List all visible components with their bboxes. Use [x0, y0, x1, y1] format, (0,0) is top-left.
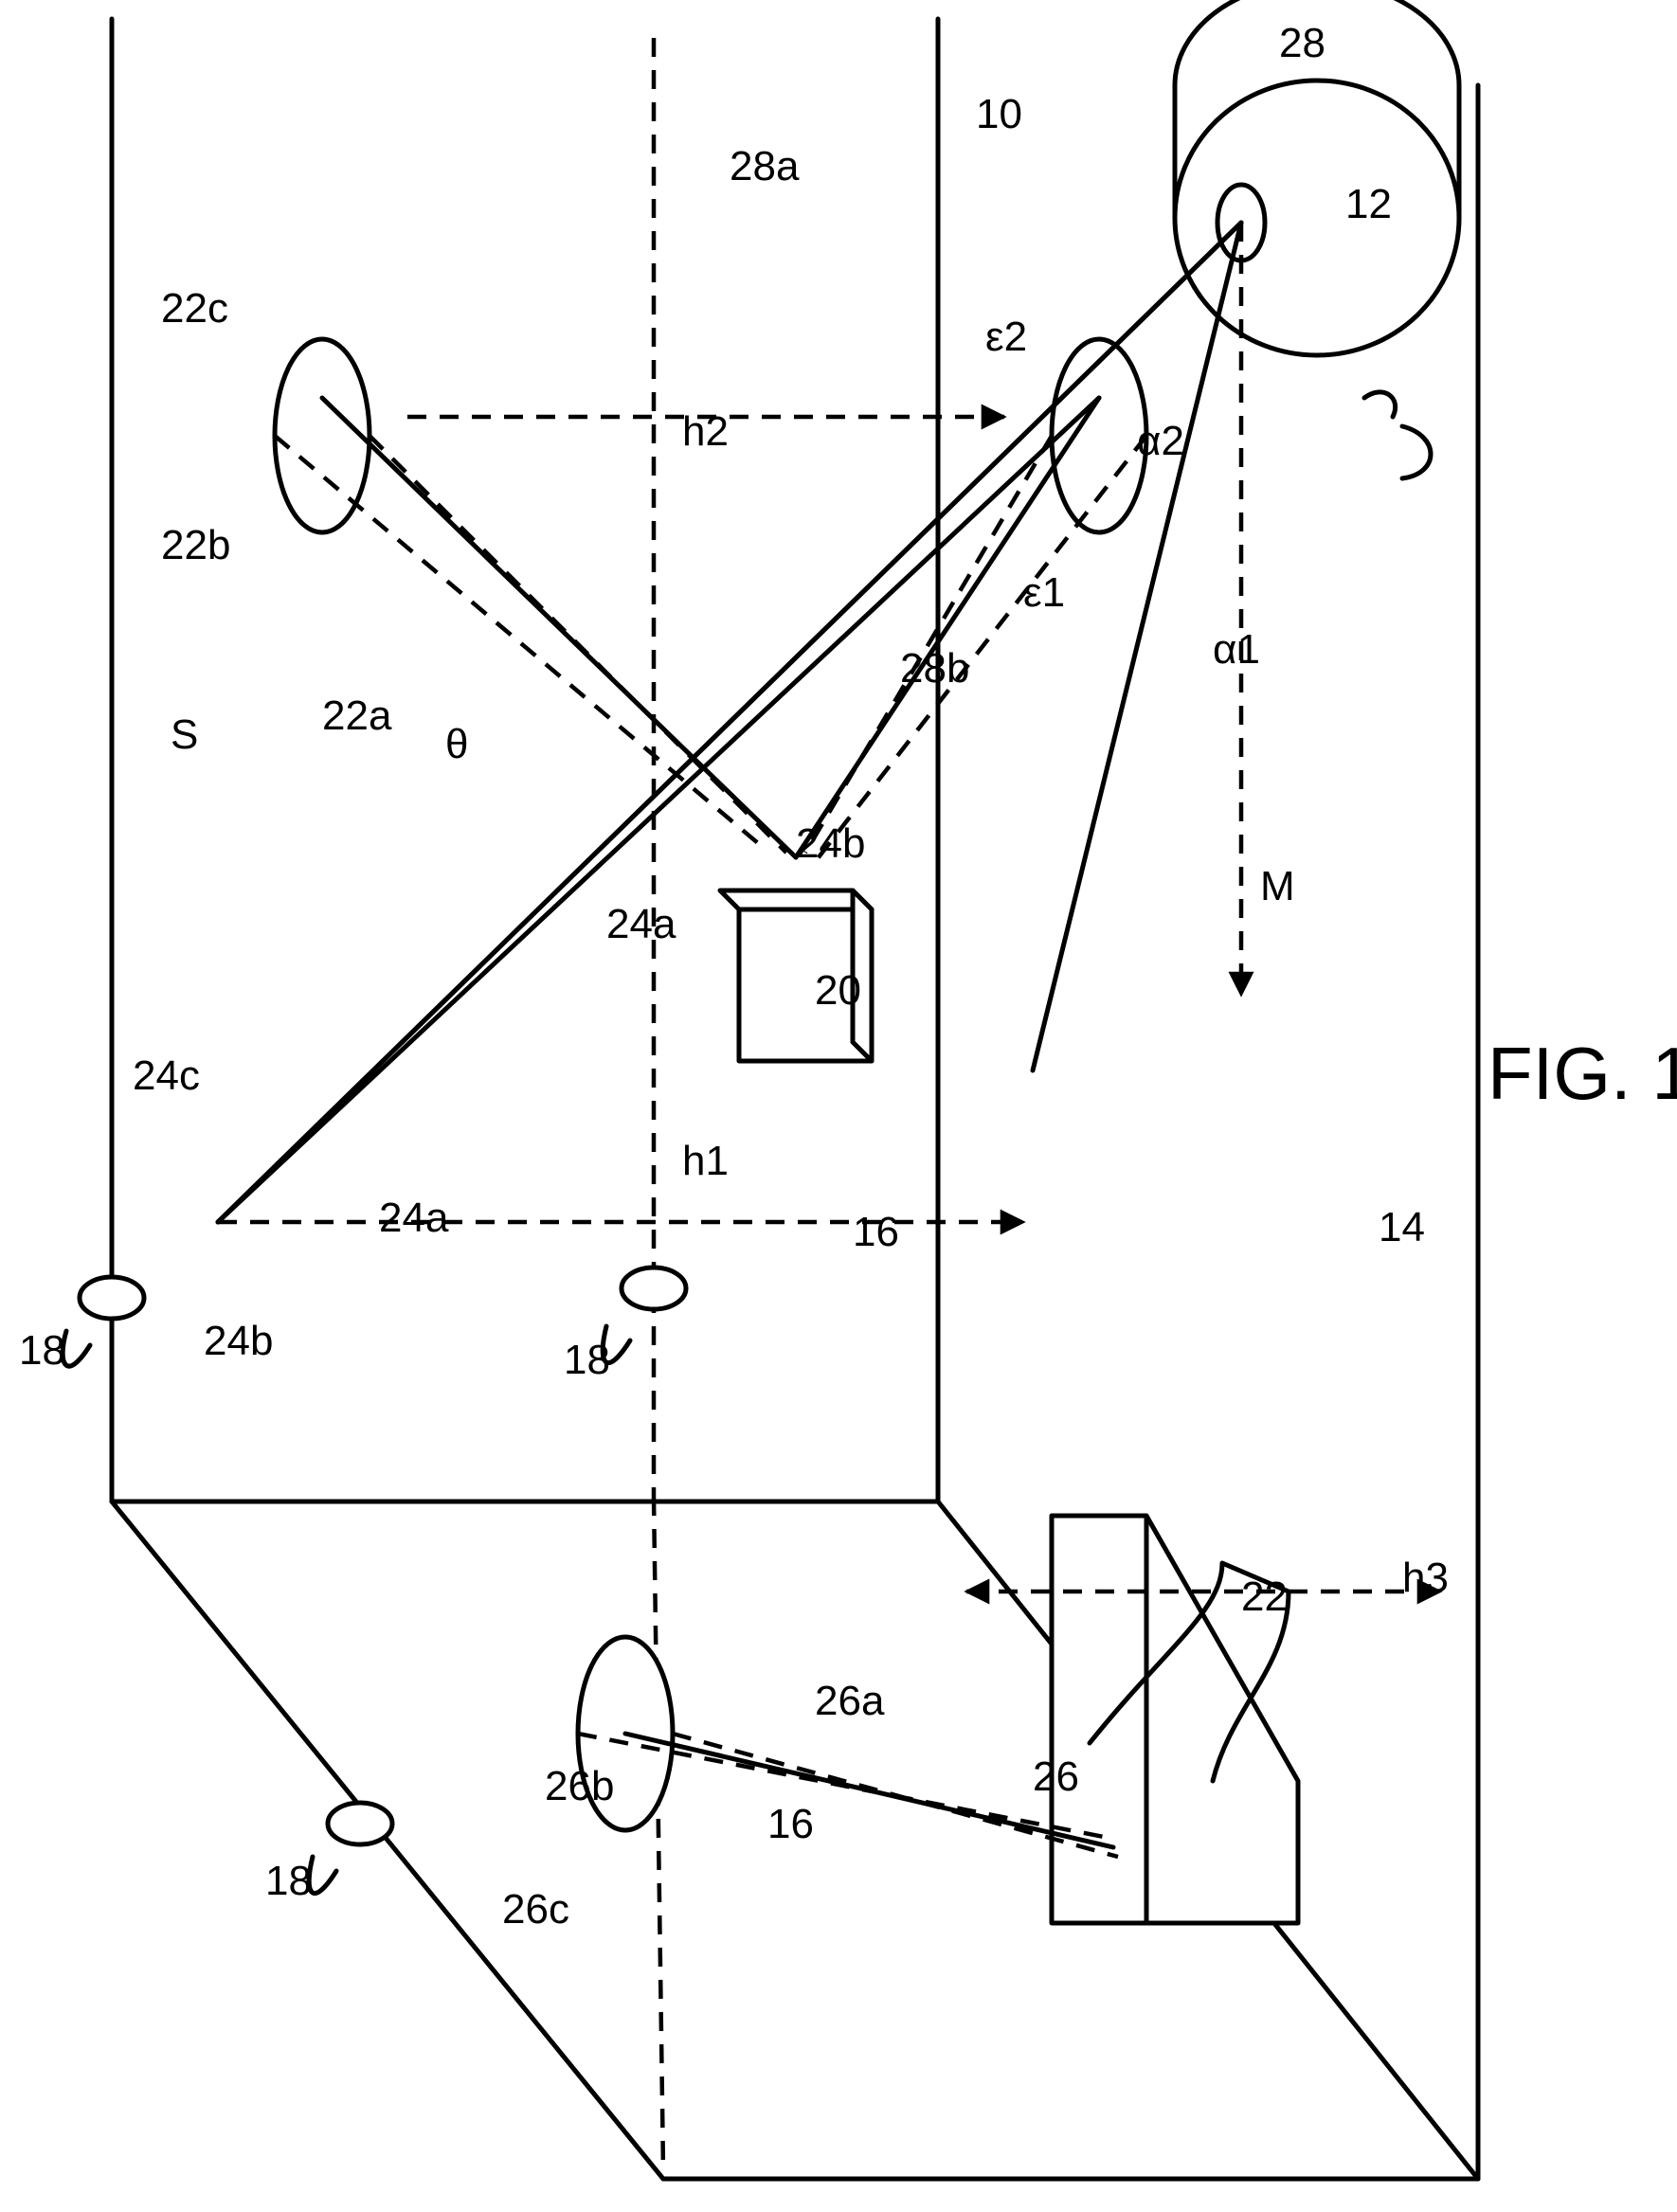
label-object: 22 — [1241, 1574, 1288, 1620]
label-22a: 22a — [322, 692, 392, 739]
label-24c: 24c — [133, 1052, 200, 1099]
label-cutout-b: 18 — [564, 1337, 610, 1383]
label-24b-ellipse: 24b — [204, 1318, 273, 1364]
label-e2: ε2 — [985, 314, 1027, 360]
label-26: 26 — [1033, 1753, 1079, 1800]
label-s: S — [171, 711, 198, 758]
label-22c: 22c — [161, 285, 228, 332]
label-theta: θ — [445, 721, 468, 767]
label-24a-upper: 24a — [606, 901, 676, 947]
label-camera-box: 20 — [815, 967, 861, 1014]
label-system: 10 — [976, 91, 1022, 137]
label-a1: α1 — [1213, 626, 1260, 673]
label-28b: 28b — [900, 645, 969, 692]
label-h2: h2 — [682, 408, 729, 455]
label-28a: 28a — [730, 143, 800, 189]
label-cutout-c: 18 — [265, 1858, 312, 1904]
label-26b: 26b — [545, 1763, 614, 1809]
label-24b-box: 24b — [796, 820, 865, 867]
label-h3: h3 — [1402, 1555, 1449, 1601]
label-h1: h1 — [682, 1138, 729, 1184]
label-cutout-a: 18 — [19, 1327, 65, 1374]
label-22b: 22b — [161, 522, 230, 568]
label-26c: 26c — [502, 1886, 569, 1933]
label-robot: 12 — [1345, 181, 1392, 227]
label-28: 28 — [1279, 20, 1325, 66]
label-a2: α2 — [1137, 418, 1184, 464]
label-floor: 14 — [1379, 1204, 1425, 1250]
label-wall-left: 16 — [767, 1801, 814, 1847]
label-m: M — [1260, 863, 1295, 909]
label-e1: ε1 — [1023, 569, 1065, 616]
robot — [1175, 0, 1459, 478]
label-26a: 26a — [815, 1678, 885, 1724]
label-24a-lower: 24a — [379, 1195, 449, 1241]
label-wall-right: 16 — [853, 1209, 899, 1255]
figure-caption: FIG. 1 — [1488, 1032, 1677, 1115]
